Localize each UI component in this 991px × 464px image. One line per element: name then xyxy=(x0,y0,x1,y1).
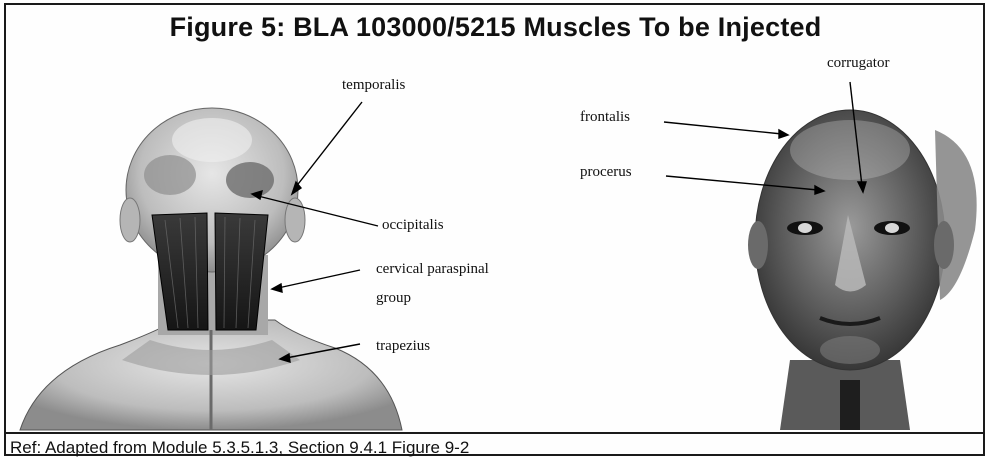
label-temporalis: temporalis xyxy=(342,76,405,94)
reference-divider xyxy=(4,432,985,435)
frontalis-arrowhead xyxy=(779,130,788,138)
label-frontalis: frontalis xyxy=(580,108,630,126)
frontalis-pointer xyxy=(664,122,782,134)
label-cervical-group: group xyxy=(376,289,411,307)
front-view-figure xyxy=(748,110,977,430)
cervical-pointer xyxy=(278,270,360,288)
back-view-figure xyxy=(20,108,402,430)
label-procerus: procerus xyxy=(580,163,632,181)
cervical-arrowhead xyxy=(272,284,282,292)
temporalis-pointer xyxy=(295,102,362,188)
figure-title: Figure 5: BLA 103000/5215 Muscles To be … xyxy=(0,12,991,43)
label-corrugator: corrugator xyxy=(827,54,889,72)
reference-note: Ref: Adapted from Module 5.3.5.1.3, Sect… xyxy=(10,438,469,458)
label-trapezius: trapezius xyxy=(376,337,430,355)
label-cervical-paraspinal: cervical paraspinal xyxy=(376,260,489,278)
label-occipitalis: occipitalis xyxy=(382,216,444,234)
